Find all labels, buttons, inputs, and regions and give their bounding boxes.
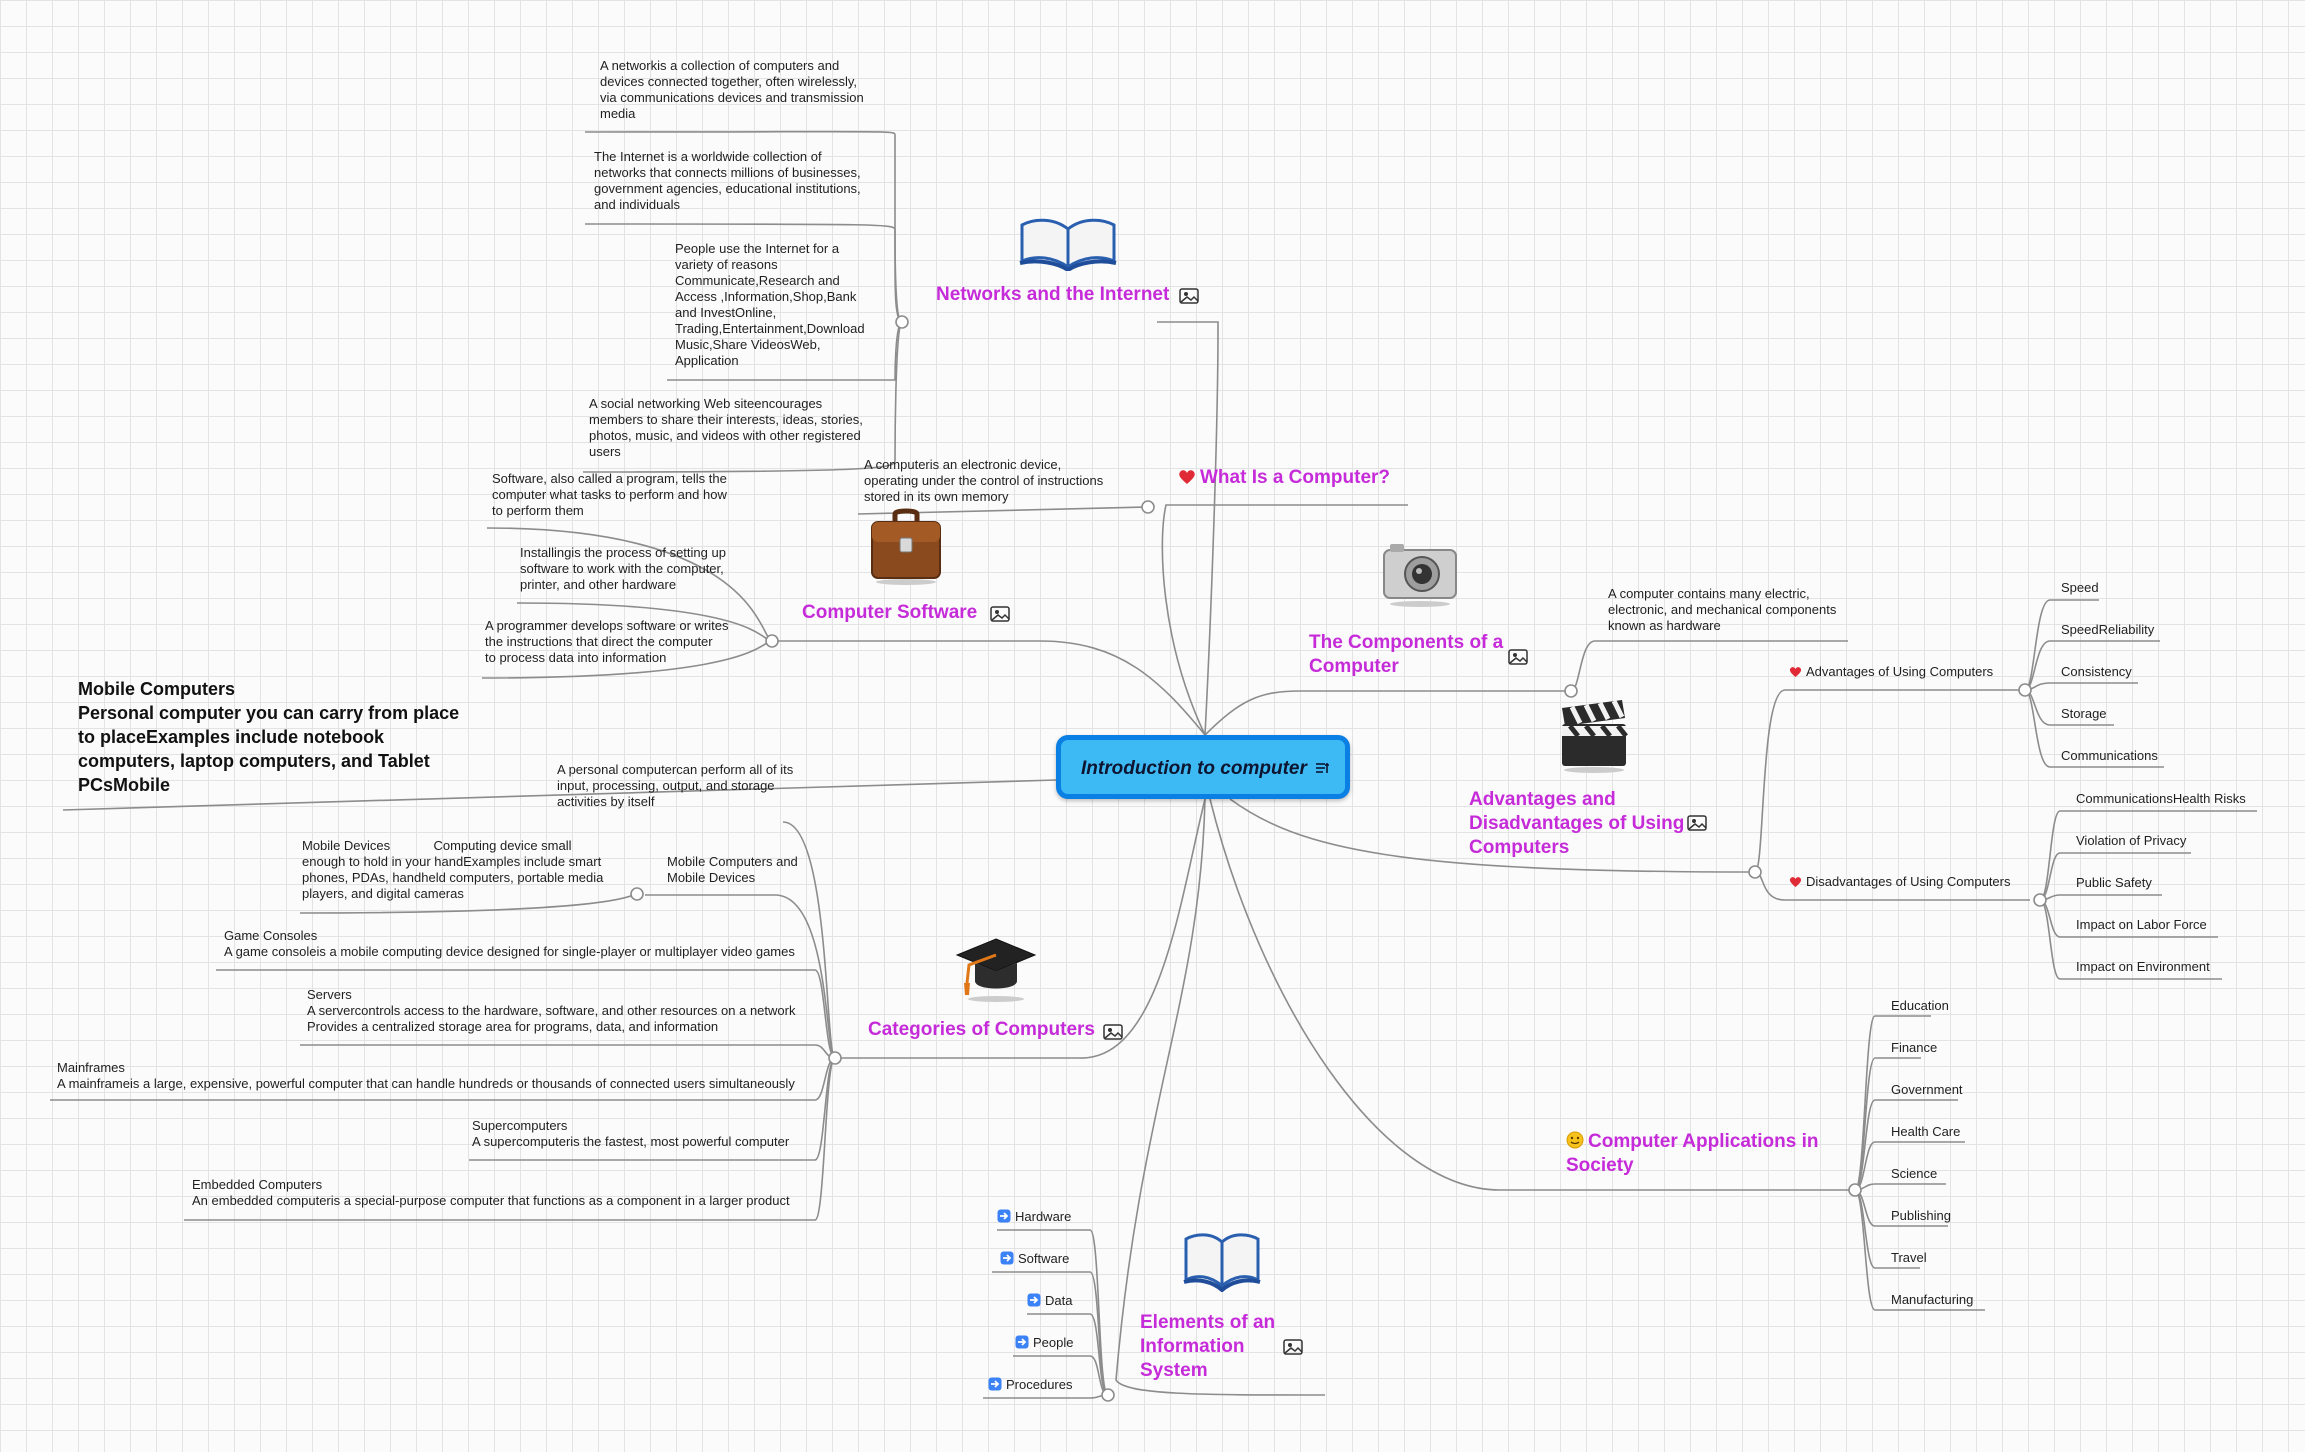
open-book-image: [1183, 1233, 1261, 1292]
networks-topic[interactable]: Networks and the Internet: [936, 283, 1169, 307]
arrow-right-icon: [988, 1377, 1002, 1391]
arrow-right-icon: [1000, 1251, 1014, 1265]
image-icon[interactable]: [1103, 1024, 1123, 1040]
camera-image: [1383, 544, 1457, 607]
root-topic-label: Introduction to computer: [1081, 758, 1307, 779]
advantage-item: Consistency: [2061, 664, 2132, 679]
arrow-right-icon: [1027, 1293, 1041, 1307]
categories-title: Categories of Computers: [868, 1019, 1095, 1040]
software-topic[interactable]: Computer Software: [802, 601, 977, 625]
graduation-cap-image: [955, 938, 1037, 1002]
disadvantages-hub-dot: [2033, 893, 2047, 907]
components-hub-dot: [1564, 684, 1578, 698]
arrow-right-icon: [1015, 1335, 1029, 1349]
image-icon[interactable]: [1508, 649, 1528, 665]
application-item: Travel: [1891, 1250, 1927, 1265]
application-item: Government: [1891, 1082, 1963, 1097]
application-item: Science: [1891, 1166, 1938, 1181]
what-is-hub-dot: [1141, 500, 1155, 514]
categories-topic[interactable]: Categories of Computers: [868, 1018, 1095, 1042]
application-item: Finance: [1891, 1040, 1938, 1055]
software-item-1: Software, also called a program, tells t…: [492, 471, 727, 518]
disadvantage-item: Violation of Privacy: [2076, 833, 2187, 848]
image-icon[interactable]: [990, 606, 1010, 622]
networks-title: Networks and the Internet: [936, 284, 1170, 305]
root-topic[interactable]: Introduction to computer: [1056, 735, 1350, 799]
arrow-right-icon: [997, 1209, 1011, 1223]
open-book-image: [1019, 218, 1117, 271]
elements-hub-dot: [1101, 1388, 1115, 1402]
disadvantage-item: Impact on Environment: [2076, 959, 2210, 974]
element-procedures: Procedures: [988, 1377, 1072, 1393]
application-item: Health Care: [1891, 1124, 1961, 1139]
application-item: Manufacturing: [1891, 1292, 1974, 1307]
applications-hub-dot: [1848, 1183, 1862, 1197]
heart-icon: [1179, 470, 1195, 484]
image-icon[interactable]: [1687, 815, 1707, 831]
advantages-label: Advantages of Using Computers: [1789, 664, 1993, 680]
element-people: People: [1015, 1335, 1073, 1351]
disadvantage-item: Public Safety: [2076, 875, 2152, 890]
mobile-hub-dot: [630, 887, 644, 901]
advantage-item: Speed: [2061, 580, 2099, 595]
heart-icon: [1789, 877, 1802, 888]
element-data: Data: [1027, 1293, 1072, 1309]
application-item: Publishing: [1891, 1208, 1951, 1223]
disadvantage-item: CommunicationsHealth Risks: [2076, 791, 2246, 806]
software-item-3: A programmer develops software or writes…: [485, 618, 729, 665]
what-is-topic[interactable]: What Is a Computer?: [1178, 466, 1390, 490]
advantage-item: SpeedReliability: [2061, 622, 2155, 637]
smiley-icon: [1566, 1131, 1584, 1149]
disadvantages-label: Disadvantages of Using Computers: [1789, 874, 2011, 890]
clapperboard-image: [1562, 699, 1628, 773]
disadvantage-item: Impact on Labor Force: [2076, 917, 2207, 932]
note-icon[interactable]: [1315, 761, 1331, 777]
software-title: Computer Software: [802, 602, 978, 623]
networks-item-2: The Internet is a worldwide collection o…: [594, 149, 861, 212]
applications-topic[interactable]: Computer Applications in Society: [1566, 1131, 1819, 1176]
advdis-hub-dot: [1748, 865, 1762, 879]
application-item: Education: [1891, 998, 1949, 1013]
advantage-item: Storage: [2061, 706, 2107, 721]
element-hardware: Hardware: [997, 1209, 1071, 1225]
advantage-item: Communications: [2061, 748, 2158, 763]
element-software: Software: [1000, 1251, 1069, 1267]
briefcase-image: [871, 508, 941, 585]
what-is-title: What Is a Computer?: [1200, 467, 1391, 488]
heart-icon: [1789, 667, 1802, 678]
components-desc: A computer contains many electric,electr…: [1608, 586, 1837, 633]
networks-hub-dot: [895, 315, 909, 329]
personal-computer-text: A personal computercan perform all of it…: [557, 762, 794, 809]
software-hub-dot: [765, 634, 779, 648]
advantages-hub-dot: [2018, 683, 2032, 697]
image-icon[interactable]: [1283, 1339, 1303, 1355]
networks-item-1: A networkis a collection of computers an…: [600, 58, 864, 121]
image-icon[interactable]: [1179, 288, 1199, 304]
categories-hub-dot: [828, 1051, 842, 1065]
what-is-definition: A computeris an electronic device,operat…: [864, 457, 1104, 504]
